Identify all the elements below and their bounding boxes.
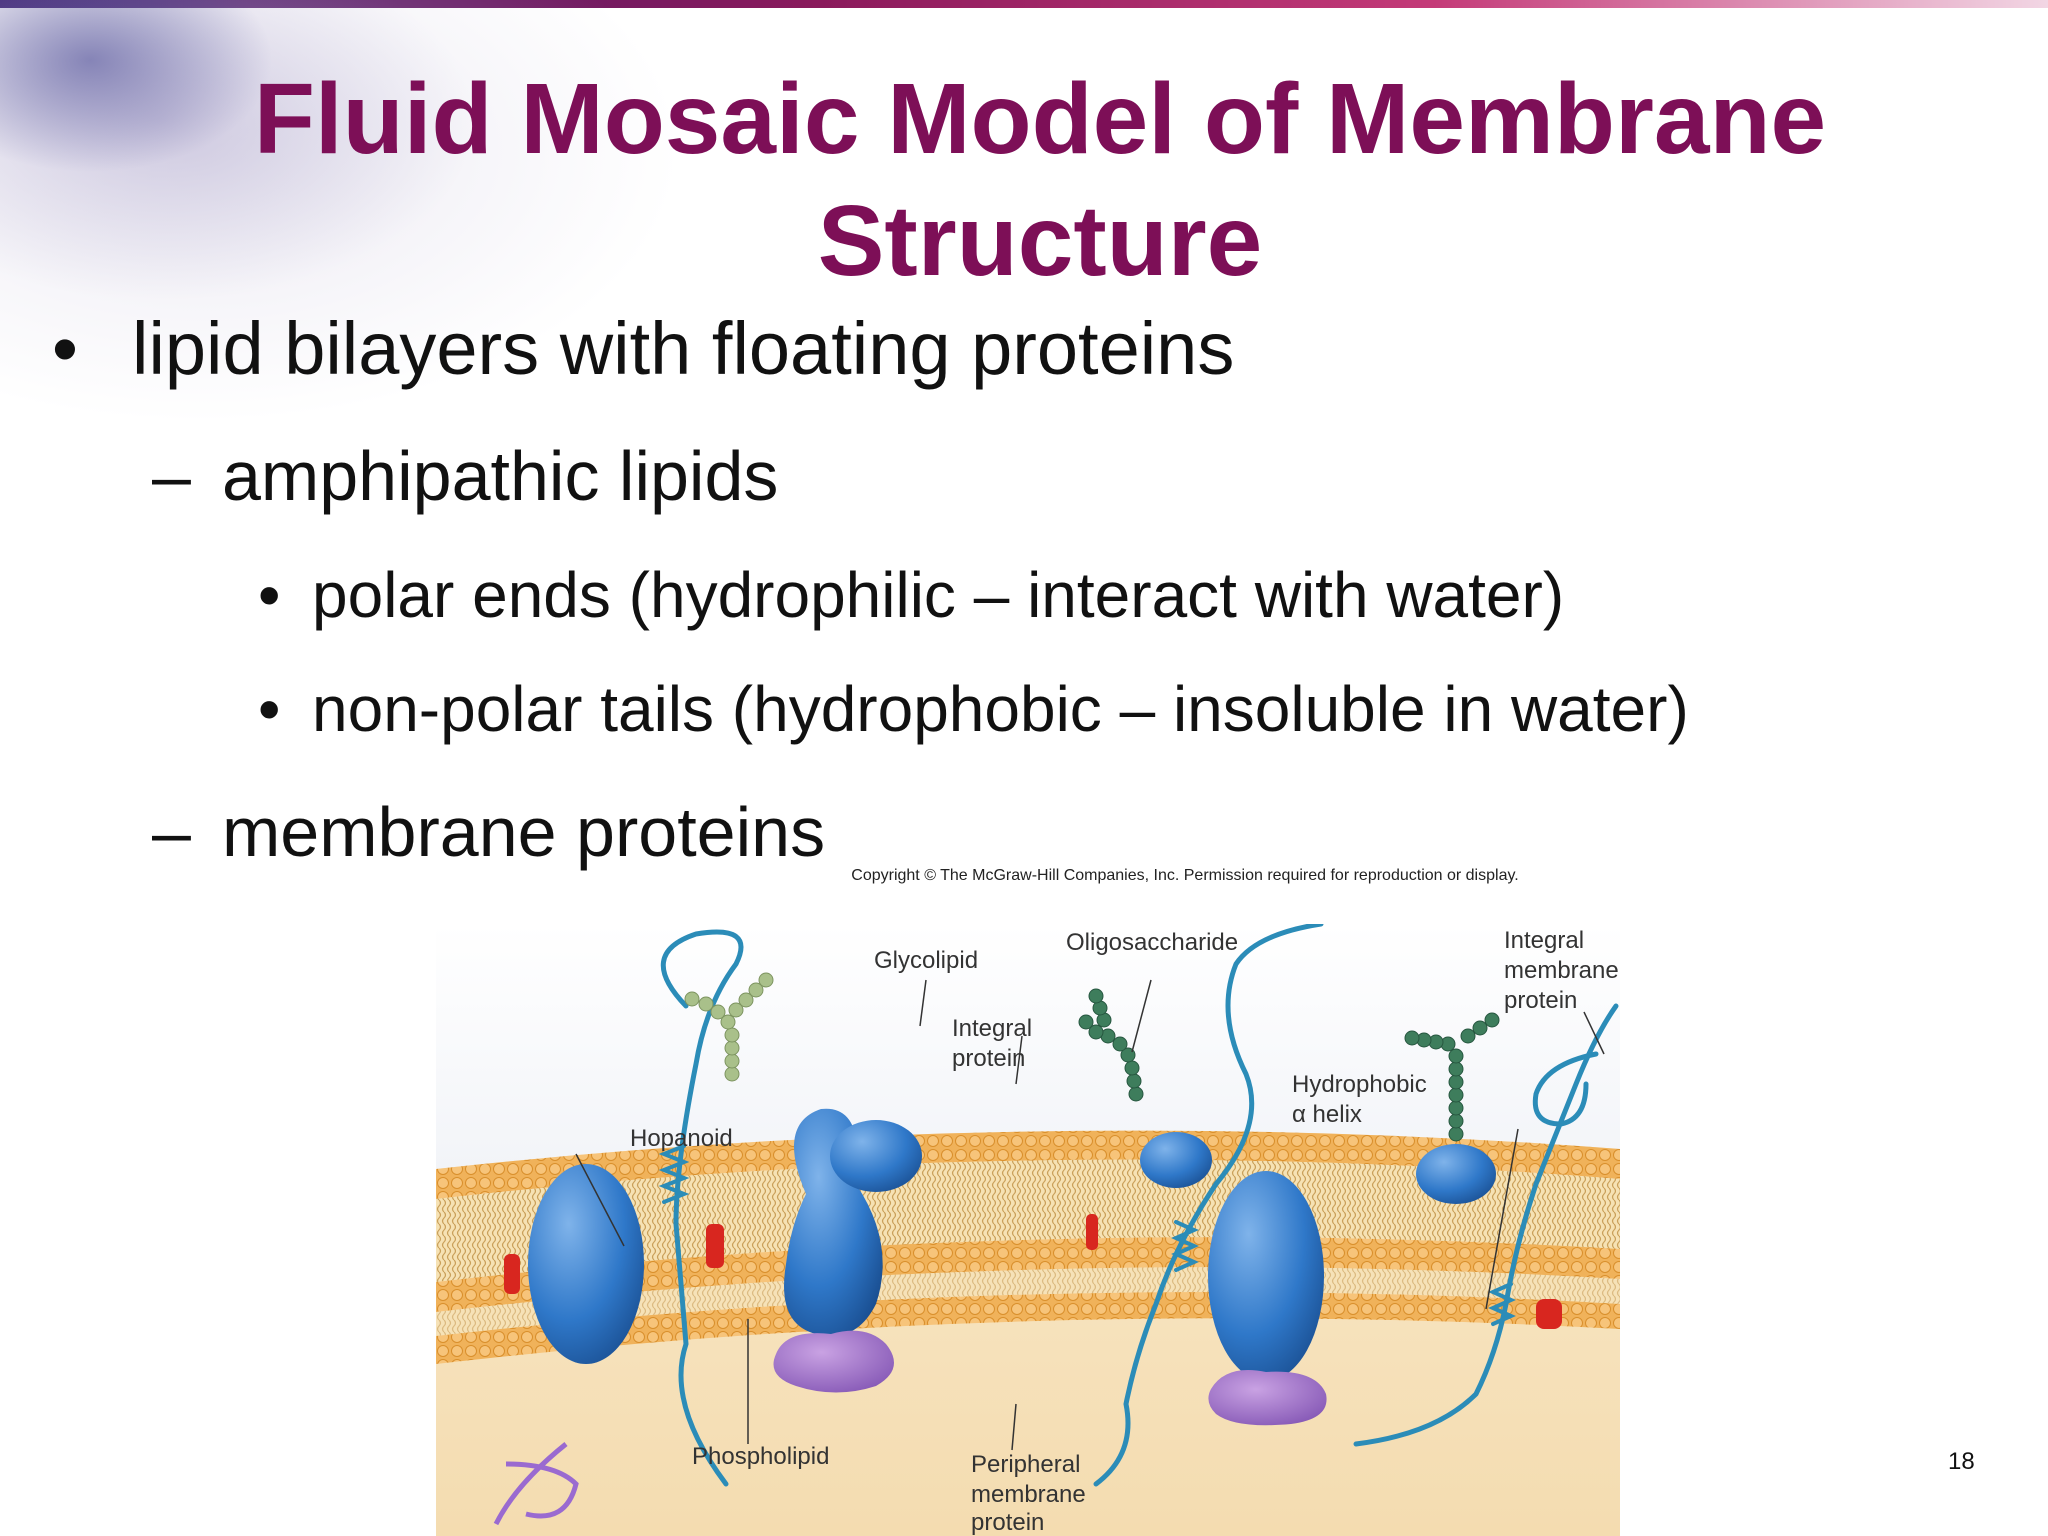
label-integral-membrane-protein-3: protein	[1504, 987, 1577, 1014]
background-decoration	[0, 0, 760, 460]
bullet-marker: •	[52, 307, 78, 390]
peripheral-chain	[493, 1442, 579, 1526]
top-accent-bar	[0, 0, 2048, 8]
leader-lines	[575, 979, 1605, 1451]
bullet-marker: •	[258, 673, 281, 745]
diagram-labels: Glycolipid Oligosaccharide Integral memb…	[630, 927, 1619, 1536]
bullet-text: polar ends (hydrophilic – interact with …	[312, 559, 1565, 631]
carbohydrate-chains	[684, 972, 774, 1082]
membrane-diagram: Glycolipid Oligosaccharide Integral memb…	[436, 924, 1620, 1536]
label-integral-protein-2: protein	[952, 1045, 1025, 1072]
bullet-marker: •	[258, 559, 281, 631]
label-integral-protein-1: Integral	[952, 1015, 1032, 1042]
label-phospholipid: Phospholipid	[692, 1443, 829, 1470]
alpha-helix-chains	[658, 924, 1619, 1487]
oligosaccharide-chains	[1078, 988, 1500, 1142]
peripheral-proteins	[773, 1330, 1327, 1426]
label-oligosaccharide: Oligosaccharide	[1066, 929, 1238, 956]
label-integral-membrane-protein-2: membrane	[1504, 957, 1619, 984]
label-peripheral-protein-2: membrane	[971, 1481, 1086, 1508]
slide-number: 18	[1948, 1448, 1975, 1475]
label-hydrophobic-helix-2: α helix	[1292, 1101, 1362, 1128]
bullet-text: non-polar tails (hydrophobic – insoluble…	[312, 673, 1689, 745]
hopanoid-molecules	[504, 1214, 1562, 1329]
bullet-text: lipid bilayers with floating proteins	[132, 307, 1235, 390]
integral-proteins	[528, 1108, 1496, 1381]
title-line-2: Structure	[817, 185, 1263, 297]
label-hopanoid: Hopanoid	[630, 1125, 733, 1152]
dash-marker: –	[152, 793, 191, 871]
lipid-bilayer	[436, 1130, 1620, 1536]
bullet-text: membrane proteins	[222, 793, 826, 871]
label-peripheral-protein-3: protein	[971, 1509, 1044, 1536]
label-hydrophobic-helix-1: Hydrophobic	[1292, 1071, 1427, 1098]
label-peripheral-protein-1: Peripheral	[971, 1451, 1080, 1478]
label-glycolipid: Glycolipid	[874, 947, 978, 974]
slide-title: Fluid Mosaic Model of Membrane Structure	[140, 58, 1940, 302]
bullet-text: amphipathic lipids	[222, 437, 779, 515]
title-line-1: Fluid Mosaic Model of Membrane	[253, 63, 1827, 175]
label-integral-membrane-protein-1: Integral	[1504, 927, 1584, 954]
copyright-notice: Copyright © The McGraw-Hill Companies, I…	[851, 867, 1519, 884]
dash-marker: –	[152, 437, 191, 515]
